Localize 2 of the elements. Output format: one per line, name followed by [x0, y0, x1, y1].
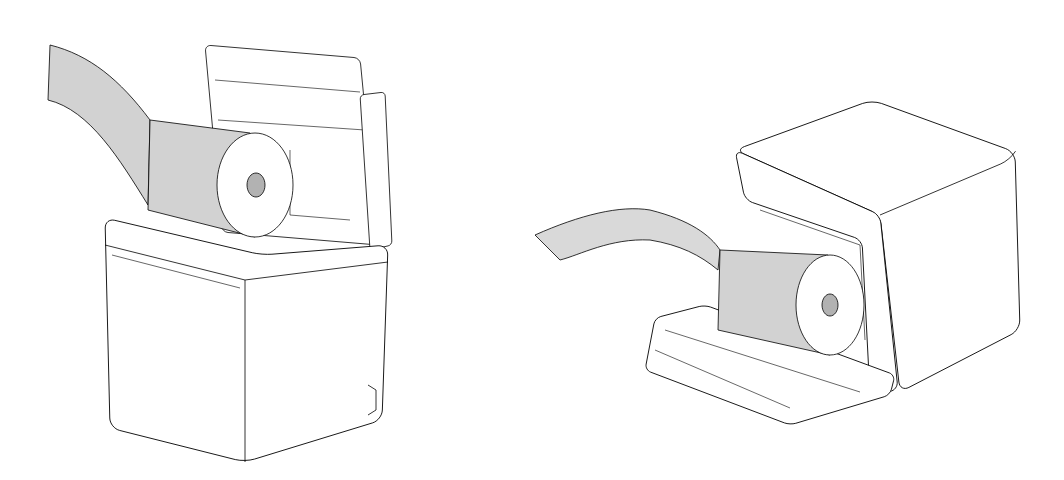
- printer-drawing: [47, 44, 393, 463]
- printer-drawing: [534, 101, 1021, 425]
